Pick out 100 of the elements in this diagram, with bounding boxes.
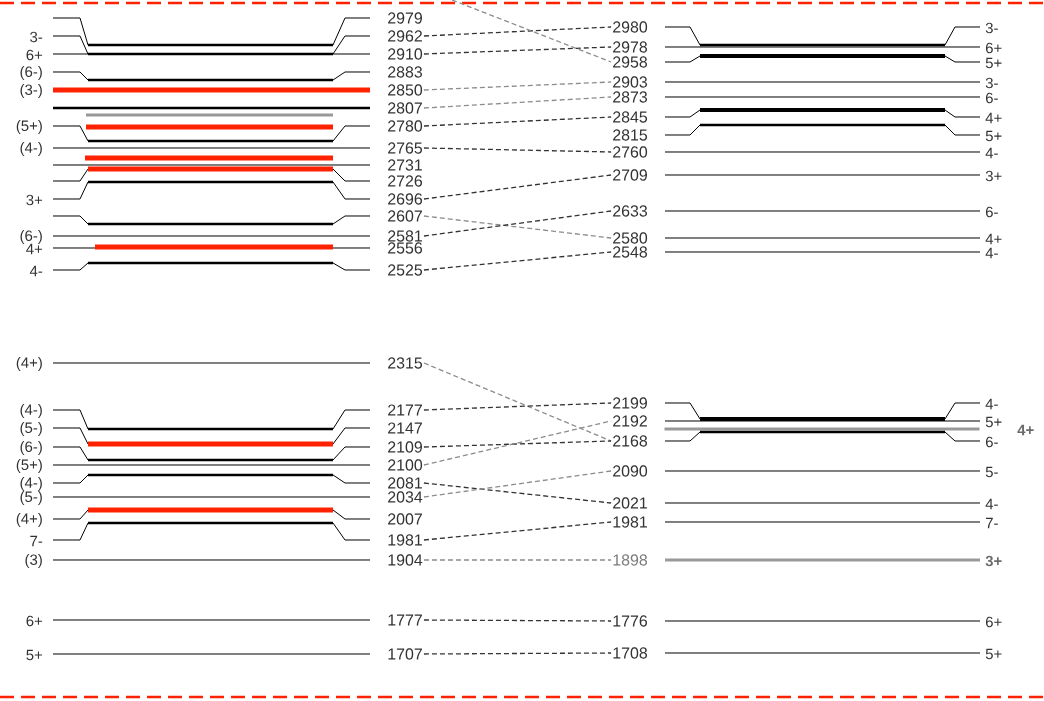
spin-label: 5+ [26, 649, 43, 661]
spin-label: 5+ [985, 57, 1002, 69]
energy-label: 2021 [613, 497, 647, 509]
energy-label: 2034 [388, 491, 423, 503]
spin-label: (5+) [16, 459, 42, 473]
energy-label: 2580 [613, 232, 648, 244]
connector-line [423, 174, 612, 200]
spin-label: 3+ [26, 194, 43, 206]
energy-label: 2873 [613, 91, 647, 103]
energy-label: 1776 [613, 615, 647, 627]
spin-label: 5+ [985, 130, 1002, 142]
energy-label: 2192 [613, 415, 647, 427]
spin-label: (3) [25, 554, 42, 568]
energy-label: 2962 [388, 30, 422, 42]
spin-label: 3- [985, 22, 998, 34]
energy-label: 2980 [613, 21, 648, 33]
connector-line [423, 440, 612, 448]
energy-label: 2765 [388, 142, 423, 154]
energy-label: 1904 [388, 554, 423, 566]
spin-label: 3+ [985, 170, 1002, 182]
spin-label: 6- [985, 92, 998, 104]
spin-label: 6+ [985, 616, 1002, 628]
spin-label: 6- [985, 436, 998, 448]
energy-label: 2548 [613, 246, 648, 258]
spin-label: 3- [30, 31, 43, 43]
spin-label: 4- [29, 265, 43, 277]
energy-label: 2147 [388, 422, 422, 434]
energy-label: 2958 [613, 56, 648, 68]
energy-label: 2883 [388, 66, 422, 78]
connector-line [451, 0, 612, 63]
spin-label: (3-) [20, 84, 42, 98]
connector-line [423, 26, 612, 37]
energy-label: 2726 [388, 175, 422, 187]
spin-label: 7- [30, 535, 43, 547]
energy-label: 2090 [613, 465, 648, 477]
energy-label: 2696 [388, 193, 422, 205]
spin-label: 5- [985, 466, 998, 478]
energy-label: 2780 [388, 120, 423, 132]
energy-label: 2007 [388, 513, 422, 525]
energy-label: 2910 [388, 48, 423, 60]
spin-label: (5+) [16, 120, 42, 134]
energy-label: 2815 [613, 129, 648, 141]
connector-line [423, 482, 612, 504]
energy-label: 2709 [613, 169, 647, 181]
energy-label: 2633 [613, 205, 647, 217]
spin-label: (6-) [20, 441, 42, 455]
spin-label: (5-) [20, 491, 42, 505]
energy-label: 1981 [613, 516, 647, 528]
connector-line [423, 619, 612, 622]
energy-label: 2979 [388, 12, 422, 24]
energy-label: 2978 [613, 41, 648, 53]
spin-label: 7- [985, 517, 998, 529]
spin-label: 4+ [985, 112, 1002, 124]
connector-line [423, 559, 612, 561]
energy-label: 1898 [613, 554, 648, 566]
connector-line [423, 46, 612, 55]
energy-label: 2168 [613, 435, 648, 447]
connector-line [423, 147, 612, 153]
spin-label: 4- [985, 398, 998, 410]
spin-label: 4- [985, 498, 998, 510]
energy-label: 2556 [388, 242, 422, 254]
connector-line [423, 251, 612, 271]
energy-label: 2525 [388, 264, 423, 276]
spin-label: 6+ [26, 49, 43, 61]
spin-label: 4+ [1017, 424, 1034, 436]
energy-label: 2731 [388, 159, 422, 171]
energy-label: 1981 [388, 534, 422, 546]
connector-line [423, 81, 612, 91]
spin-label: 4+ [985, 233, 1002, 245]
connector-line [423, 116, 612, 127]
energy-label: 2199 [613, 397, 647, 409]
energy-label: 1707 [388, 648, 422, 660]
spin-label: 6+ [26, 615, 43, 627]
spin-label: (4-) [20, 477, 42, 491]
energy-label: 2081 [388, 477, 422, 489]
connector-line [423, 96, 612, 109]
energy-label: 2607 [388, 210, 422, 222]
spin-label: 4+ [26, 243, 43, 255]
connector-line [423, 215, 612, 239]
spin-label: 3- [985, 77, 998, 89]
spin-label: 6- [985, 206, 998, 218]
spin-label: 3+ [985, 555, 1002, 567]
spin-label: (5-) [20, 422, 42, 436]
spin-label: 5+ [985, 648, 1002, 660]
connector-line [423, 210, 612, 237]
spin-label: 5+ [985, 416, 1002, 428]
energy-label: 2850 [388, 84, 423, 96]
connector-line [423, 652, 612, 655]
energy-label: 2177 [388, 404, 422, 416]
energy-label: 2903 [613, 76, 647, 88]
spin-label: (4-) [20, 142, 42, 156]
spin-label: 4- [985, 147, 998, 159]
spin-label: (4+) [16, 513, 42, 527]
energy-label: 1777 [388, 614, 422, 626]
spin-label: 6+ [985, 42, 1002, 54]
connector-line [423, 470, 612, 498]
spin-label: 4- [985, 247, 998, 259]
spin-label: (4-) [20, 404, 42, 418]
energy-label: 2807 [388, 102, 422, 114]
energy-label: 2315 [388, 357, 423, 369]
